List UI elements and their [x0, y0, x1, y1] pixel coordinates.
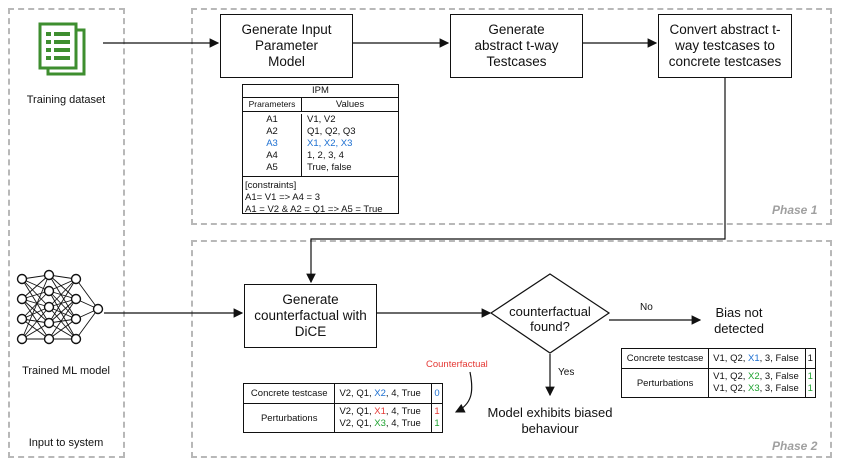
ipm-constraints: [constraints] A1= V1 => A4 = 3 A1 = V2 &… — [243, 177, 398, 216]
value-text: V2, Q1, — [339, 388, 375, 399]
concrete-values: V2, Q1, X2, 4, True — [334, 383, 432, 404]
perturbation-row: Perturbations V2, Q1, X1, 4, True V2, Q1… — [242, 403, 444, 433]
no-label: No — [640, 302, 653, 313]
testcase-table-biased: Concrete testcase V2, Q1, X2, 4, True 0 … — [242, 383, 444, 433]
trained-model-label: Trained ML model — [22, 365, 110, 377]
phase2-frame — [191, 240, 832, 458]
neural-network-icon — [16, 269, 104, 345]
concrete-row: Concrete testcase V2, Q1, X2, 4, True 0 — [242, 383, 444, 404]
ipm-values: 1, 2, 3, 4 — [307, 150, 344, 161]
ipm-header: Prarameters Values — [243, 98, 398, 112]
value-highlight: X2 — [374, 388, 386, 399]
ipm-param: A3 — [266, 138, 278, 149]
value-text: , 3, False — [759, 353, 799, 364]
convert-concrete-box: Convert abstract t-way testcases to conc… — [658, 14, 792, 78]
value-highlight: X1 — [748, 353, 760, 364]
perturbation-values: V2, Q1, X1, 4, True V2, Q1, X3, 4, True — [334, 403, 432, 433]
arrow-counterfactual-pointer — [454, 371, 473, 413]
ipm-row: A5 True, false — [243, 162, 398, 174]
value-text: V1, Q2, — [713, 383, 749, 394]
ipm-col-values: Values — [335, 99, 365, 110]
ipm-rows: A1 V1, V2 A2 Q1, Q2, Q3 A3 X1, X2, X3 A4… — [243, 114, 398, 177]
output-value: 1 — [807, 383, 813, 394]
ipm-param: A1 — [266, 114, 278, 125]
ipm-col-params: Prarameters — [243, 98, 302, 111]
perturbation-row: Perturbations V1, Q2, X2, 3, False V1, Q… — [620, 368, 816, 398]
value-text: V2, Q1, — [339, 418, 375, 429]
ipm-values: Q1, Q2, Q3 — [307, 126, 356, 137]
phase1-frame — [191, 8, 832, 225]
value-highlight: X3 — [748, 383, 760, 394]
perturbation-values: V1, Q2, X2, 3, False V1, Q2, X3, 3, Fals… — [708, 368, 806, 398]
ipm-row: A1 V1, V2 — [243, 114, 398, 126]
output-value: 1 — [434, 418, 440, 429]
perturbation-outputs: 1 1 — [430, 403, 444, 433]
concrete-output: 0 — [430, 383, 444, 404]
output-value: 1 — [434, 406, 440, 417]
arrow-phase1-to-phase2 — [306, 78, 726, 284]
testcase-table-unbiased: Concrete testcase V1, Q2, X1, 3, False 1… — [620, 348, 816, 398]
value-text: , 4, True — [385, 388, 421, 399]
concrete-values: V1, Q2, X1, 3, False — [708, 348, 806, 369]
ipm-title: IPM — [243, 85, 398, 98]
value-highlight: X2 — [748, 371, 760, 382]
bias-not-detected-label: Bias not detected — [714, 305, 764, 336]
generate-ipm-box: Generate Input Parameter Model — [220, 14, 353, 78]
ipm-divider — [301, 114, 302, 176]
ipm-table: IPM Prarameters Values A1 V1, V2 A2 Q1, … — [242, 84, 399, 216]
value-text: V1, Q2, — [713, 353, 749, 364]
concrete-output: 1 — [804, 348, 816, 369]
yes-label: Yes — [558, 367, 575, 378]
concrete-label: Concrete testcase — [242, 383, 336, 404]
ipm-values: True, false — [307, 162, 352, 173]
constraint-2: A1 = V2 & A2 = Q1 => A5 = True — [245, 204, 383, 215]
generate-abstract-box: Generate abstract t-way Testcases — [450, 14, 583, 78]
value-highlight: X3 — [374, 418, 386, 429]
concrete-label: Concrete testcase — [620, 348, 710, 369]
generate-dice-box: Generate counterfactual with DiCE — [244, 284, 377, 348]
ipm-param: A4 — [266, 150, 278, 161]
counterfactual-tag: Counterfactual — [426, 359, 488, 370]
phase2-label: Phase 2 — [772, 439, 818, 453]
training-dataset-label: Training dataset — [26, 94, 106, 106]
constraint-1: A1= V1 => A4 = 3 — [245, 192, 321, 203]
decision-diamond — [489, 273, 611, 354]
model-biased-label: Model exhibits biased behaviour — [487, 405, 613, 436]
value-text: V1, Q2, — [713, 371, 749, 382]
ipm-param: A2 — [266, 126, 278, 137]
value-text: , 3, False — [759, 383, 799, 394]
value-text: , 4, True — [385, 406, 421, 417]
ipm-row-highlighted: A3 X1, X2, X3 — [243, 138, 398, 150]
ipm-row: A2 Q1, Q2, Q3 — [243, 126, 398, 138]
ipm-row: A4 1, 2, 3, 4 — [243, 150, 398, 162]
value-text: , 3, False — [759, 371, 799, 382]
perturbations-label: Perturbations — [242, 403, 336, 433]
perturbations-label: Perturbations — [620, 368, 710, 398]
value-text: , 4, True — [385, 418, 421, 429]
ipm-values: X1, X2, X3 — [307, 138, 353, 149]
constraints-title: [constraints] — [245, 180, 297, 191]
decision-label: counterfactual found? — [509, 304, 591, 334]
ipm-param: A5 — [266, 162, 278, 173]
output-value: 1 — [807, 371, 813, 382]
document-stack-icon — [38, 22, 86, 76]
ipm-values: V1, V2 — [307, 114, 336, 125]
input-region-frame — [8, 8, 125, 458]
input-to-system-label: Input to system — [28, 437, 104, 449]
concrete-row: Concrete testcase V1, Q2, X1, 3, False 1 — [620, 348, 816, 369]
value-text: V2, Q1, — [339, 406, 375, 417]
phase1-label: Phase 1 — [772, 203, 818, 217]
value-highlight: X1 — [374, 406, 386, 417]
perturbation-outputs: 1 1 — [804, 368, 816, 398]
